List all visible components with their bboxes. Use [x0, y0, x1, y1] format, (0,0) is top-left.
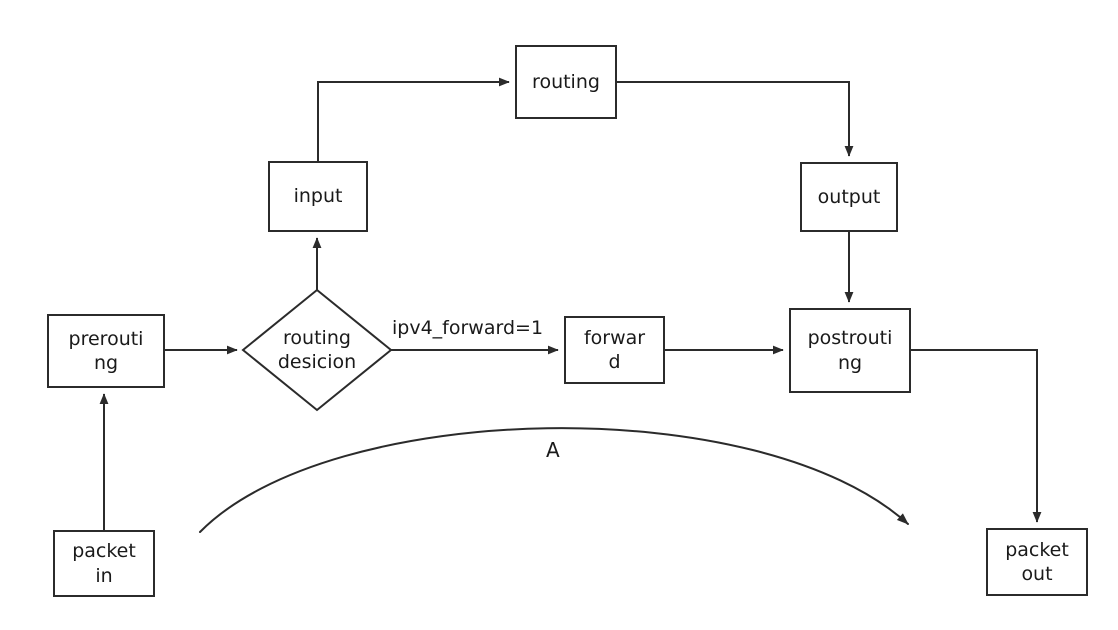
node-input-label: input [293, 185, 343, 208]
arc-label-a: A [546, 438, 560, 462]
node-routing-decision[interactable]: routing desicion [243, 290, 391, 410]
edge-arc-a [199, 427, 909, 533]
edge-routing-output [617, 81, 854, 157]
node-forward[interactable]: forwar d [564, 316, 665, 384]
edge-postrouting-packetout [911, 349, 1042, 523]
edge-label-ipv4-forward: ipv4_forward=1 [392, 317, 544, 339]
node-packet-out[interactable]: packet out [986, 528, 1088, 596]
node-postrouting[interactable]: postrouti ng [789, 308, 911, 393]
edge-input-routing [317, 77, 510, 161]
node-input[interactable]: input [268, 161, 368, 232]
node-output-label: output [817, 185, 881, 208]
node-packet-in-label: packet in [72, 540, 136, 587]
node-prerouting[interactable]: prerouti ng [47, 314, 165, 388]
node-forward-label: forwar d [583, 326, 646, 373]
node-packet-out-label: packet out [1005, 538, 1069, 585]
node-routing-decision-label: routing desicion [277, 326, 357, 373]
node-output[interactable]: output [800, 162, 898, 232]
routing-decision-diamond-shape[interactable] [241, 288, 393, 412]
node-packet-in[interactable]: packet in [53, 530, 155, 597]
node-routing[interactable]: routing [515, 45, 617, 119]
node-routing-label: routing [532, 70, 600, 93]
node-postrouting-label: postrouti ng [807, 327, 893, 374]
node-prerouting-label: prerouti ng [68, 327, 144, 374]
